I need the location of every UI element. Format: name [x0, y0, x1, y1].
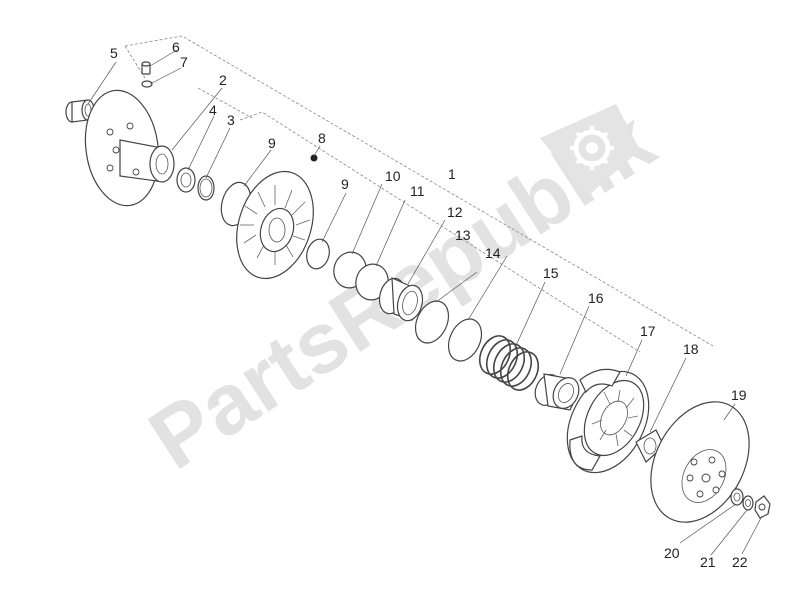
leader-lines	[87, 49, 763, 556]
gear-icon	[540, 104, 640, 196]
nut	[754, 495, 771, 519]
bushing	[378, 277, 424, 322]
spring-washer	[742, 495, 754, 511]
clutch-bell	[650, 401, 750, 523]
callout-12: 12	[447, 204, 463, 220]
callout-10: 10	[385, 168, 401, 184]
callout-20: 20	[664, 545, 680, 561]
callout-7: 7	[180, 54, 188, 70]
callout-19: 19	[731, 387, 747, 403]
callout-2: 2	[219, 72, 227, 88]
o-ring-13	[414, 300, 450, 344]
callout-labels: 1 2 3 4 5 6 7 8 9 9 10 11 12 13 14 15 16…	[110, 39, 748, 570]
callout-15: 15	[543, 265, 559, 281]
o-ring-14	[447, 318, 483, 362]
callout-1: 1	[448, 166, 456, 182]
grease-nipple	[141, 61, 153, 88]
callout-3: 3	[227, 112, 235, 128]
callout-8: 8	[318, 130, 326, 146]
movable-pulley	[236, 154, 318, 280]
callout-6: 6	[172, 39, 180, 55]
callout-18: 18	[683, 341, 699, 357]
circlip	[197, 175, 215, 201]
clutch-assembly	[566, 368, 650, 474]
callout-9b: 9	[341, 176, 349, 192]
callout-22: 22	[732, 554, 748, 570]
bearing-ring	[176, 167, 196, 193]
callout-4: 4	[209, 102, 217, 118]
callout-17: 17	[640, 323, 656, 339]
callout-11: 11	[410, 183, 425, 199]
callout-13: 13	[455, 227, 471, 243]
fastener-washer	[730, 488, 744, 506]
sleeve	[534, 373, 580, 411]
callout-21: 21	[700, 554, 716, 570]
callout-16: 16	[588, 290, 604, 306]
clutch-spring	[478, 335, 540, 391]
o-ring-lower	[306, 238, 330, 270]
callout-14: 14	[485, 245, 501, 261]
callout-5: 5	[110, 45, 118, 61]
fixed-pulley	[84, 89, 175, 207]
callout-9a: 9	[268, 135, 276, 151]
needle-bearing	[65, 99, 95, 123]
